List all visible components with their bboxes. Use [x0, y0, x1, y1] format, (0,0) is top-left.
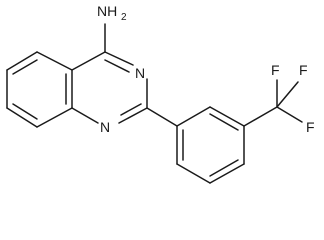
bond	[118, 107, 148, 124]
bond	[6, 107, 38, 128]
bond-inner	[104, 59, 130, 73]
bond	[176, 163, 211, 184]
bond	[104, 51, 134, 66]
bond	[243, 106, 278, 127]
bond	[36, 107, 73, 128]
bond	[6, 51, 38, 71]
bond	[209, 106, 245, 127]
fluorine-label-top-right: F	[299, 62, 308, 78]
bond	[71, 51, 106, 71]
bond-inner	[12, 59, 38, 75]
nitrogen-label-n1: N	[100, 119, 110, 135]
bond	[276, 81, 299, 108]
bonds	[6, 23, 303, 184]
bond-inner	[209, 159, 239, 177]
nitrogen-label-n3: N	[135, 65, 145, 81]
bond	[36, 51, 73, 71]
bond-inner	[120, 103, 142, 116]
amine-subscript: 2	[121, 12, 127, 23]
atom-labels: NH 2 N N F F F	[97, 3, 315, 135]
bond	[146, 107, 178, 127]
amine-label: NH	[97, 3, 117, 19]
fluorine-label-right: F	[306, 119, 315, 135]
bond	[71, 107, 99, 124]
fluorine-label-top-left: F	[271, 62, 280, 78]
bond	[209, 163, 245, 184]
bond-inner	[209, 113, 239, 131]
bond	[276, 106, 303, 123]
bond	[176, 106, 211, 127]
bond-inner	[12, 103, 38, 120]
structure-diagram: NH 2 N N F F F	[6, 3, 315, 184]
